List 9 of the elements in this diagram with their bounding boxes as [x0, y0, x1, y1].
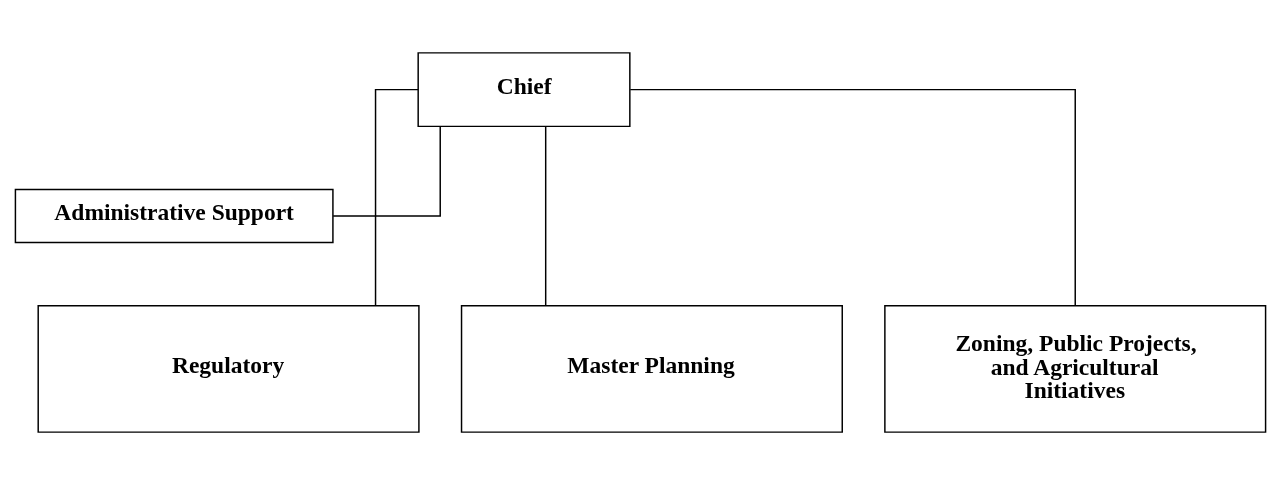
- connector: [544, 125, 547, 306]
- connector: [332, 125, 441, 217]
- node-box: Regulatory: [37, 304, 420, 433]
- node-box: Chief: [417, 51, 631, 127]
- connector: [374, 88, 419, 306]
- node-box: Administrative Support: [14, 188, 334, 243]
- connector: [629, 88, 1076, 306]
- node-box: Master Planning: [460, 304, 843, 433]
- node-box: Zoning, Public Projects, and Agricultural Initiatives: [884, 304, 1267, 433]
